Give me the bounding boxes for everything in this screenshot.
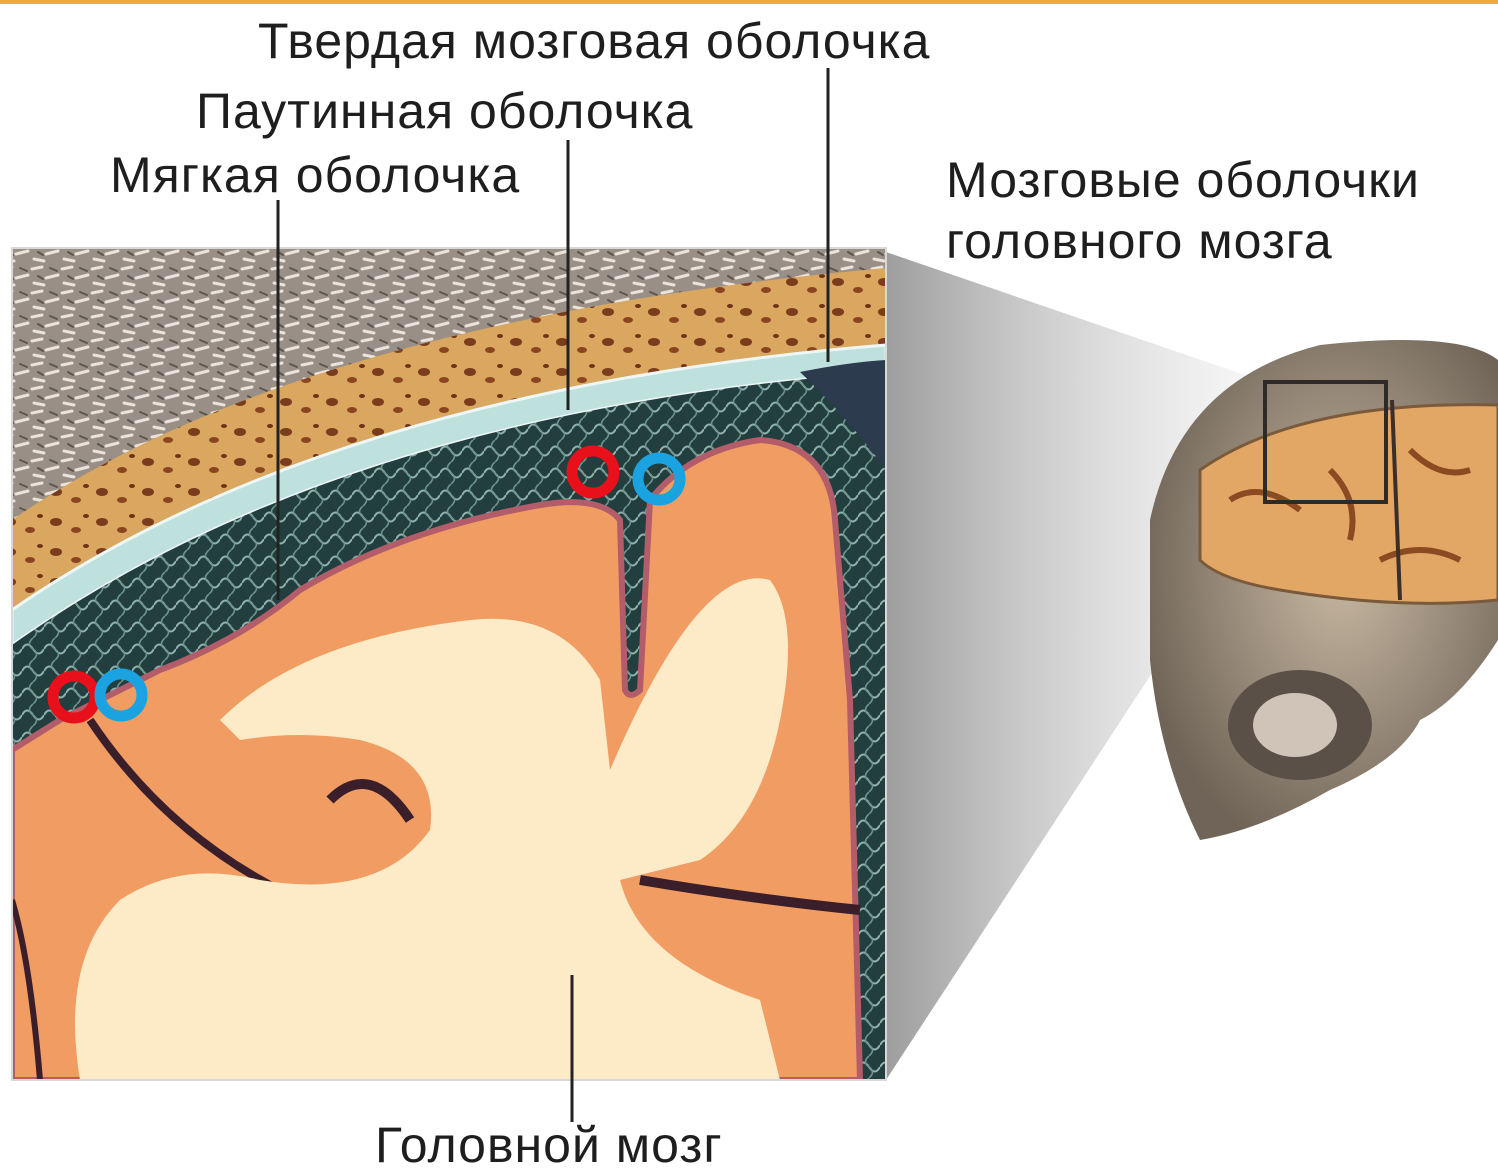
section-panel: [12, 248, 886, 1080]
label-dura-mater: Твердая мозговая оболочка: [258, 16, 930, 66]
label-meninges-line1: Мозговые оболочки: [946, 150, 1420, 211]
label-pia-mater: Мягкая оболочка: [110, 150, 520, 200]
label-arachnoid: Паутинная оболочка: [196, 86, 693, 136]
head-illustration: [1150, 340, 1498, 840]
label-brain: Головной мозг: [375, 1120, 723, 1170]
label-meninges: Мозговые оболочки головного мозга: [946, 150, 1420, 272]
label-meninges-line2: головного мозга: [946, 211, 1420, 272]
